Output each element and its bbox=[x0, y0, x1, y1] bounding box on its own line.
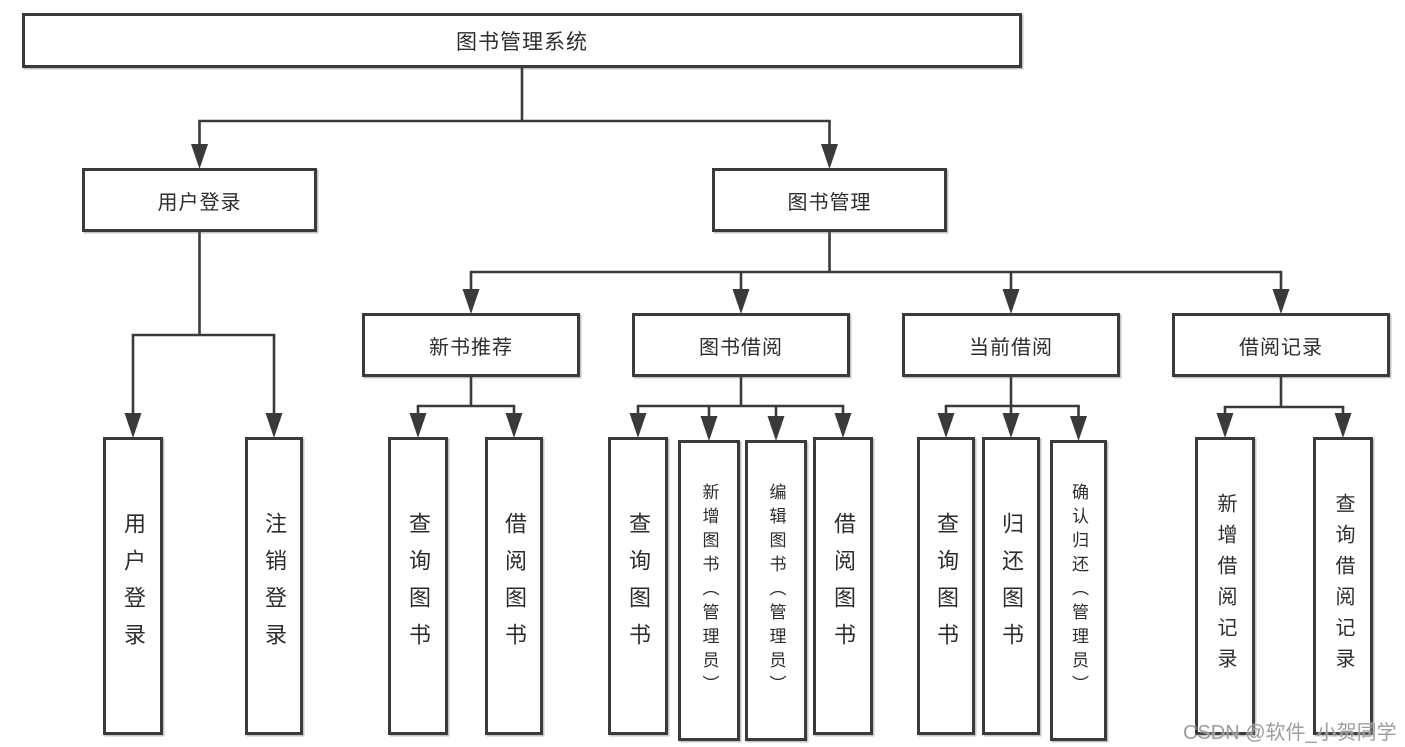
node-label: 图书管理系统 bbox=[456, 30, 588, 54]
node-nbr-borrow: 借阅图书 bbox=[485, 437, 543, 735]
node-nbr-query: 查询图书 bbox=[388, 437, 448, 735]
node-book-mgmt: 图书管理 bbox=[712, 168, 947, 232]
node-label: 新书推荐 bbox=[429, 336, 513, 359]
node-br-add: 新增借阅记录 bbox=[1195, 437, 1255, 735]
node-label: 用户登录 bbox=[121, 512, 146, 660]
node-label: 查询图书 bbox=[934, 512, 959, 660]
node-label: 新增借阅记录 bbox=[1214, 493, 1236, 679]
node-label: 图书管理 bbox=[787, 191, 872, 214]
node-borrow-records: 借阅记录 bbox=[1172, 313, 1390, 377]
node-book-borrow: 图书借阅 bbox=[632, 313, 850, 377]
node-bb-edit: 编辑图书（管理员） bbox=[745, 440, 807, 741]
node-label: 查询借阅记录 bbox=[1332, 493, 1354, 679]
node-label: 用户登录 bbox=[157, 191, 242, 214]
node-cb-query: 查询图书 bbox=[917, 437, 975, 735]
node-label: 图书借阅 bbox=[699, 336, 783, 359]
node-user-login: 用户登录 bbox=[82, 168, 317, 232]
node-bb-query: 查询图书 bbox=[608, 437, 668, 735]
node-root: 图书管理系统 bbox=[22, 13, 1022, 68]
node-label: 编辑图书（管理员） bbox=[766, 482, 786, 699]
node-label: 查询图书 bbox=[626, 512, 651, 660]
node-cb-confirm: 确认归还（管理员） bbox=[1050, 440, 1107, 741]
node-current-borrow: 当前借阅 bbox=[902, 313, 1120, 377]
node-label: 借阅记录 bbox=[1239, 336, 1323, 359]
node-label: 确认归还（管理员） bbox=[1069, 482, 1088, 699]
node-label: 借阅图书 bbox=[831, 512, 856, 660]
node-bb-borrow: 借阅图书 bbox=[813, 437, 873, 735]
node-label: 注销登录 bbox=[262, 512, 287, 660]
node-logout-leaf: 注销登录 bbox=[245, 437, 303, 735]
node-br-query: 查询借阅记录 bbox=[1313, 437, 1373, 735]
node-label: 新增图书（管理员） bbox=[699, 482, 719, 699]
node-label: 当前借阅 bbox=[969, 336, 1053, 359]
node-new-book-rec: 新书推荐 bbox=[362, 313, 580, 377]
node-label: 借阅图书 bbox=[502, 512, 527, 660]
node-cb-return: 归还图书 bbox=[982, 437, 1040, 735]
node-label: 归还图书 bbox=[999, 512, 1024, 660]
node-label: 查询图书 bbox=[406, 512, 431, 660]
node-bb-add: 新增图书（管理员） bbox=[678, 440, 740, 741]
node-user-login-leaf: 用户登录 bbox=[103, 437, 163, 735]
